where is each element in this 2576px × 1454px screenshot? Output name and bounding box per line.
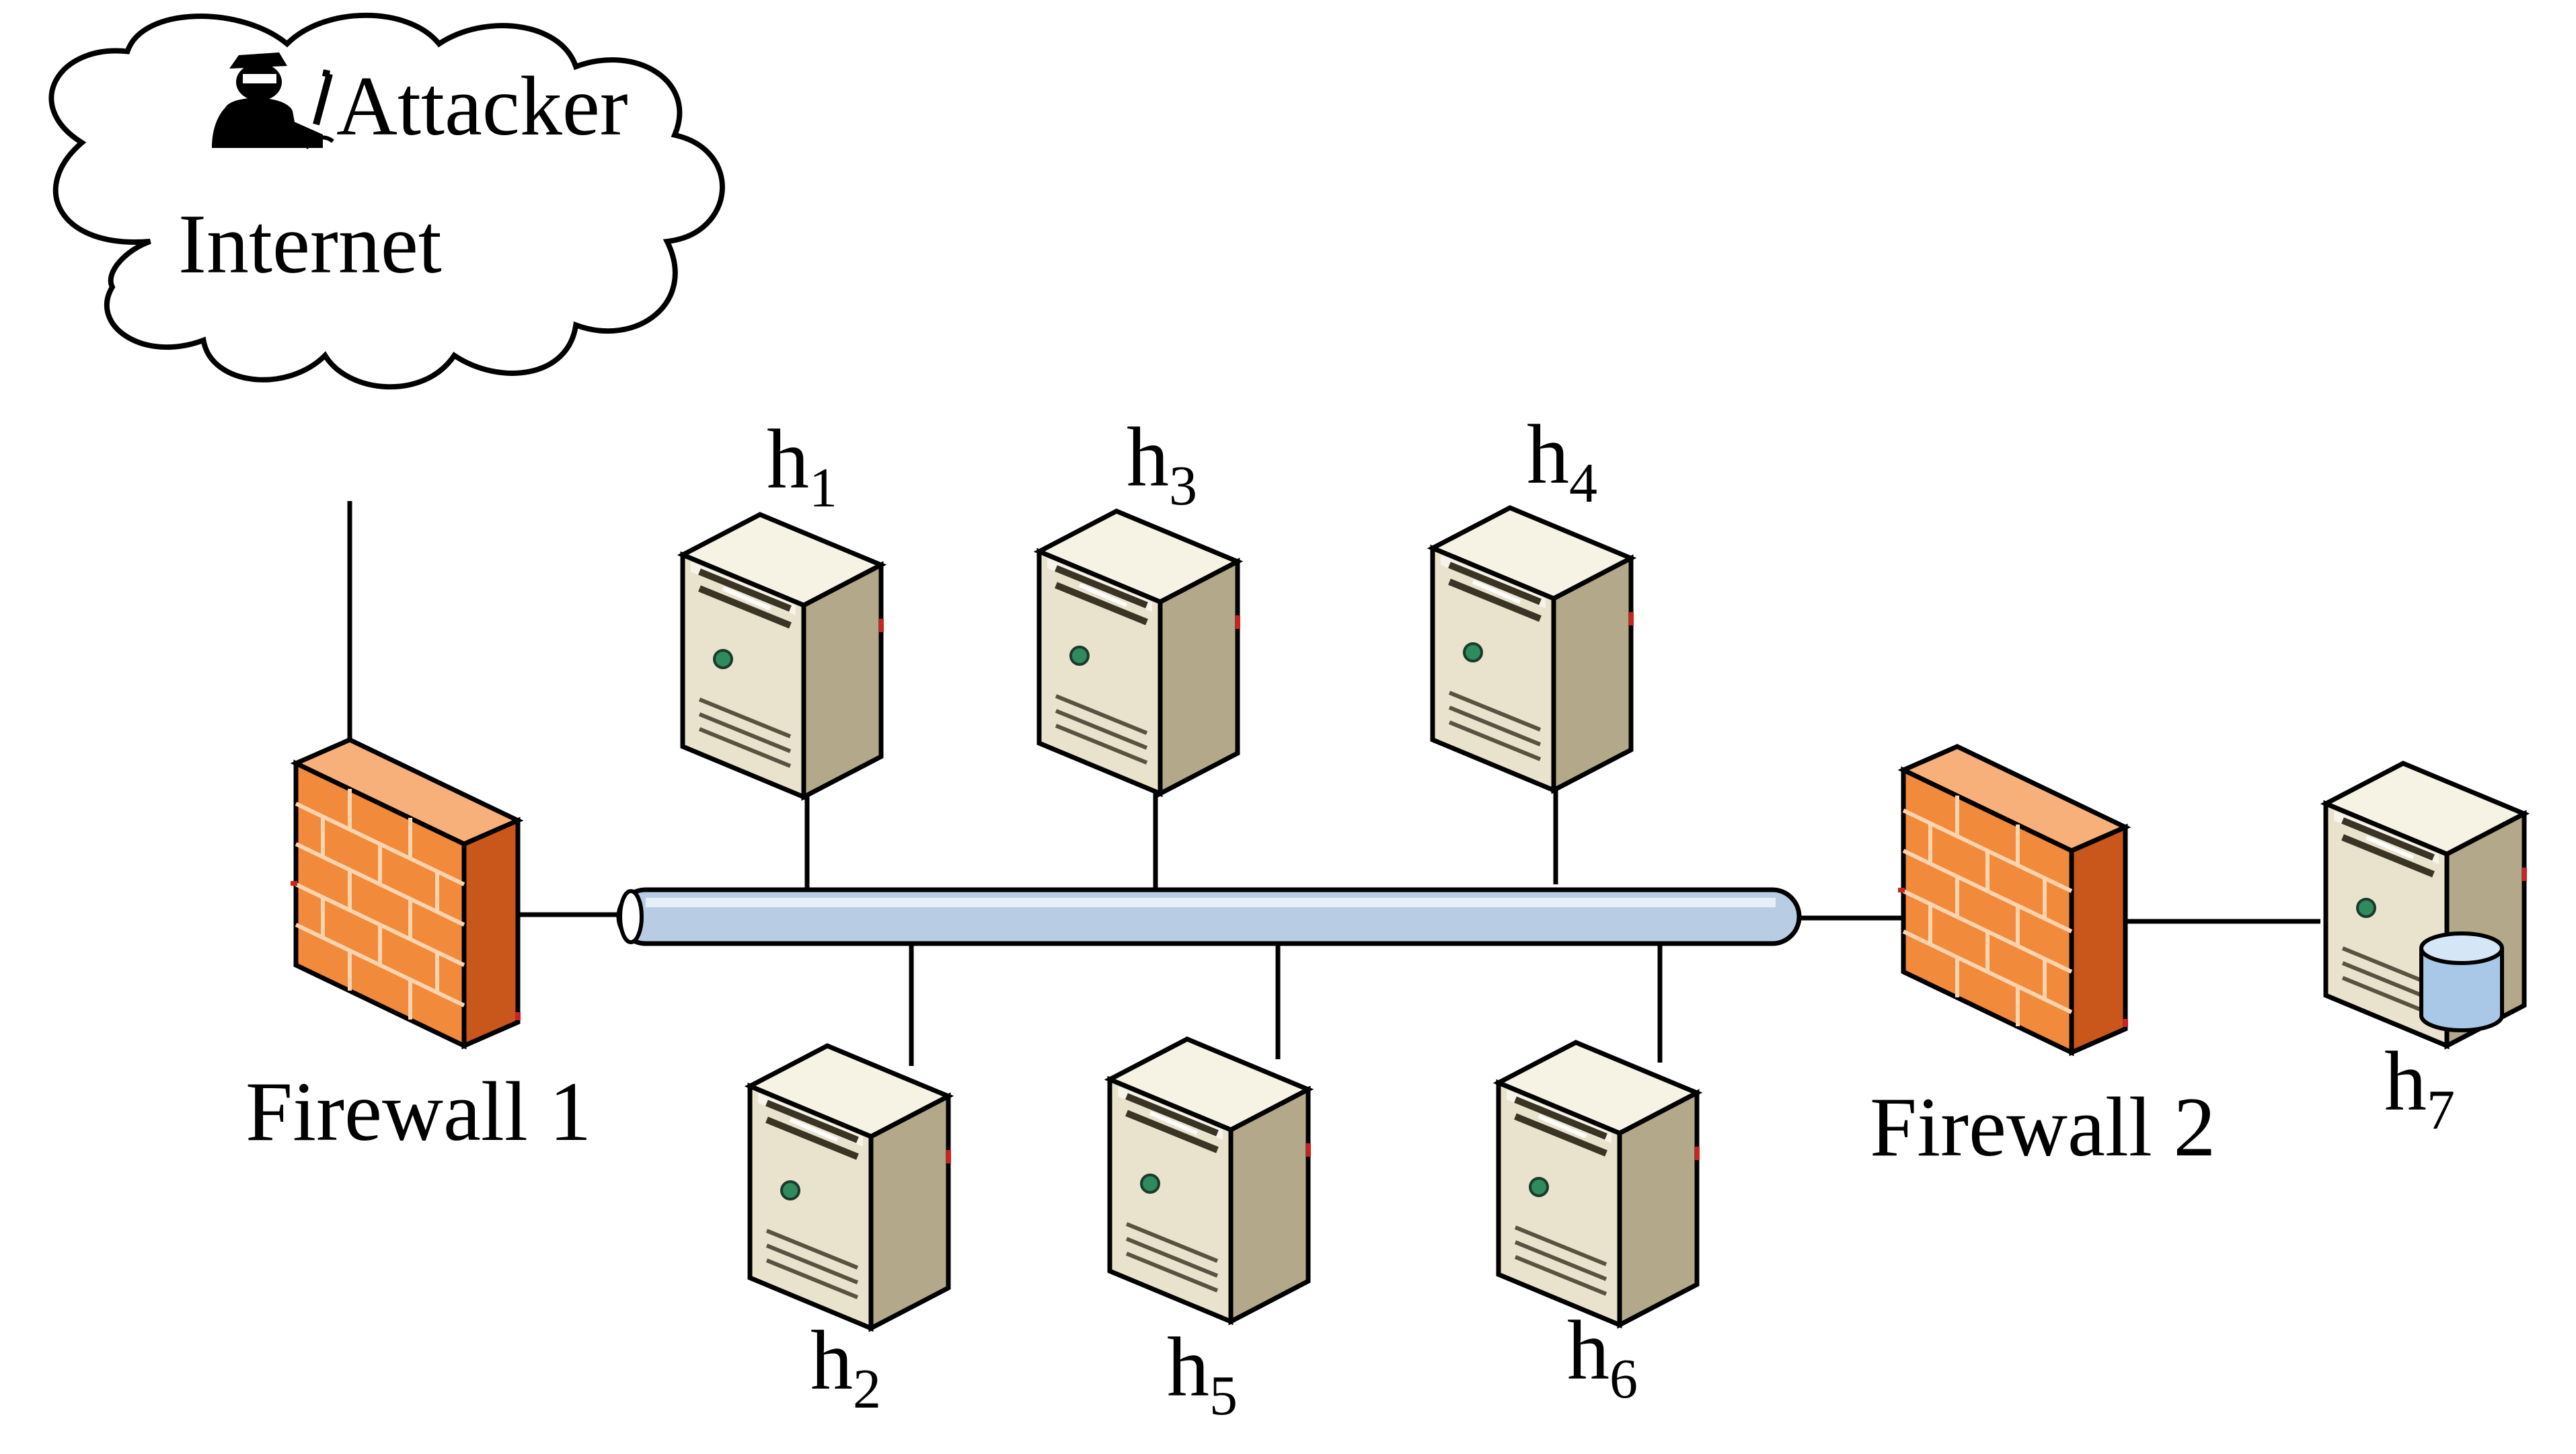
host-h4-server-icon [1433,508,1634,790]
host-h1-server-icon [683,514,884,797]
host-h5-server-icon [1110,1039,1311,1322]
host-h5-label: h5 [1167,1321,1238,1427]
host-h6-label: h6 [1567,1304,1638,1410]
ethernet-bus [616,887,1802,946]
host-h2-label: h2 [810,1314,881,1420]
attacker-label: Attacker [336,60,628,153]
internet-label: Internet [178,198,442,291]
host-h4-label: h4 [1527,408,1597,514]
host-h7-label: h7 [2384,1035,2455,1141]
host-h1-label: h1 [767,413,837,519]
host-h6-server-icon [1499,1042,1700,1325]
database-icon [2419,931,2504,1032]
internet-cloud [48,13,725,390]
host-h2-server-icon [750,1046,951,1328]
host-h3-server-icon [1039,511,1240,794]
firewall-1-label: Firewall 1 [245,1065,591,1159]
host-h3-label: h3 [1127,411,1197,517]
attacker-icon [212,52,334,149]
firewall-2-icon [1898,747,2128,1053]
firewall-1-icon [291,740,521,1046]
firewall-2-label: Firewall 2 [1870,1081,2215,1174]
